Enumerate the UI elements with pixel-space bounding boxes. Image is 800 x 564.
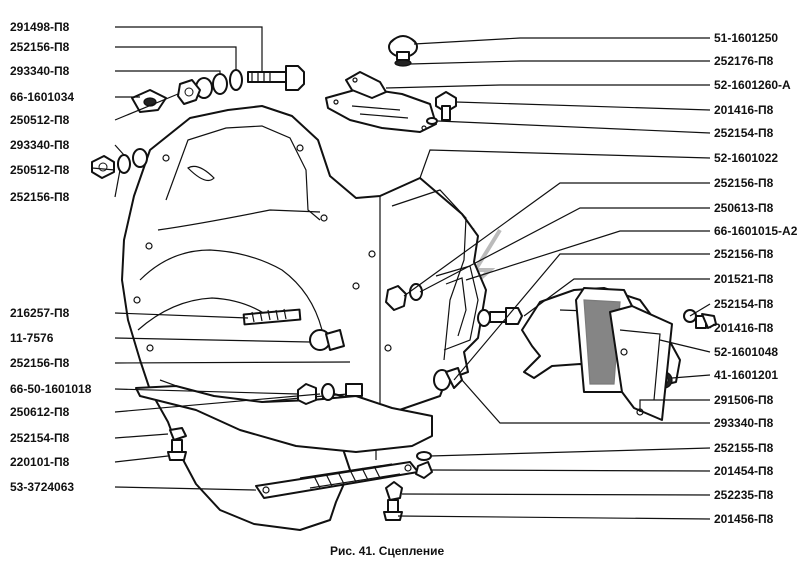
label-right-3: 201416-П8	[714, 103, 774, 117]
fork-boot	[575, 287, 673, 421]
label-right-9: 252156-П8	[714, 247, 774, 261]
label-right-2: 52-1601260-А	[714, 78, 791, 92]
label-left-8: 216257-П8	[10, 306, 70, 320]
label-left-4: 250512-П8	[10, 113, 70, 127]
housing-gasket	[135, 385, 433, 453]
label-right-18: 201454-П8	[714, 464, 774, 478]
label-left-14: 220101-П8	[10, 455, 70, 469]
figure-caption: Рис. 41. Сцепление	[330, 544, 444, 558]
label-left-5: 293340-П8	[10, 138, 70, 152]
label-right-20: 201456-П8	[714, 512, 774, 526]
breather	[345, 35, 418, 99]
label-right-5: 52-1601022	[714, 151, 778, 165]
clutch-housing	[121, 105, 487, 531]
label-right-8: 66-1601015-А2	[714, 224, 798, 238]
label-right-6: 252156-П8	[714, 176, 774, 190]
label-left-9: 11-7576	[10, 331, 54, 345]
label-left-1: 252156-П8	[10, 40, 70, 54]
bolt-201521	[477, 307, 523, 327]
leader-lines-right	[385, 37, 715, 520]
bolt-201416-right	[683, 309, 717, 329]
label-right-13: 52-1601048	[714, 345, 778, 359]
label-left-12: 250612-П8	[10, 405, 70, 419]
label-left-11: 66-50-1601018	[10, 382, 92, 396]
bottom-bolt-220101	[167, 427, 187, 461]
label-left-6: 250512-П8	[10, 163, 70, 177]
label-right-1: 252176-П8	[714, 54, 774, 68]
label-right-0: 51-1601250	[714, 31, 778, 45]
label-left-10: 252156-П8	[10, 356, 70, 370]
label-right-16: 293340-П8	[714, 416, 774, 430]
label-right-17: 252155-П8	[714, 441, 774, 455]
label-left-0: 291498-П8	[10, 20, 70, 34]
label-right-12: 201416-П8	[714, 321, 774, 335]
label-right-4: 252154-П8	[714, 126, 774, 140]
inspection-cover	[325, 87, 437, 133]
label-right-7: 250613-П8	[714, 201, 774, 215]
label-right-19: 252235-П8	[714, 488, 774, 502]
label-left-13: 252154-П8	[10, 431, 70, 445]
lower-stud-nuts	[297, 283, 463, 405]
label-left-7: 252156-П8	[10, 190, 70, 204]
label-right-15: 291506-П8	[714, 393, 774, 407]
bolt-201416-top	[426, 91, 457, 125]
label-right-10: 201521-П8	[714, 272, 774, 286]
label-left-15: 53-3724063	[10, 480, 74, 494]
upper-bolt-and-washers	[131, 65, 305, 113]
pivot-ball	[309, 329, 345, 351]
bottom-right-fasteners	[383, 451, 433, 521]
label-left-2: 293340-П8	[10, 64, 70, 78]
labels-right: 51-1601250 252176-П8 52-1601260-А 201416…	[714, 31, 798, 526]
leader-lines-left	[91, 26, 351, 491]
stud-216257	[242, 308, 302, 326]
label-left-3: 66-1601034	[10, 90, 74, 104]
label-right-14: 41-1601201	[714, 368, 778, 382]
labels-left: 291498-П8 252156-П8 293340-П8 66-1601034…	[10, 20, 92, 494]
label-right-11: 252154-П8	[714, 297, 774, 311]
